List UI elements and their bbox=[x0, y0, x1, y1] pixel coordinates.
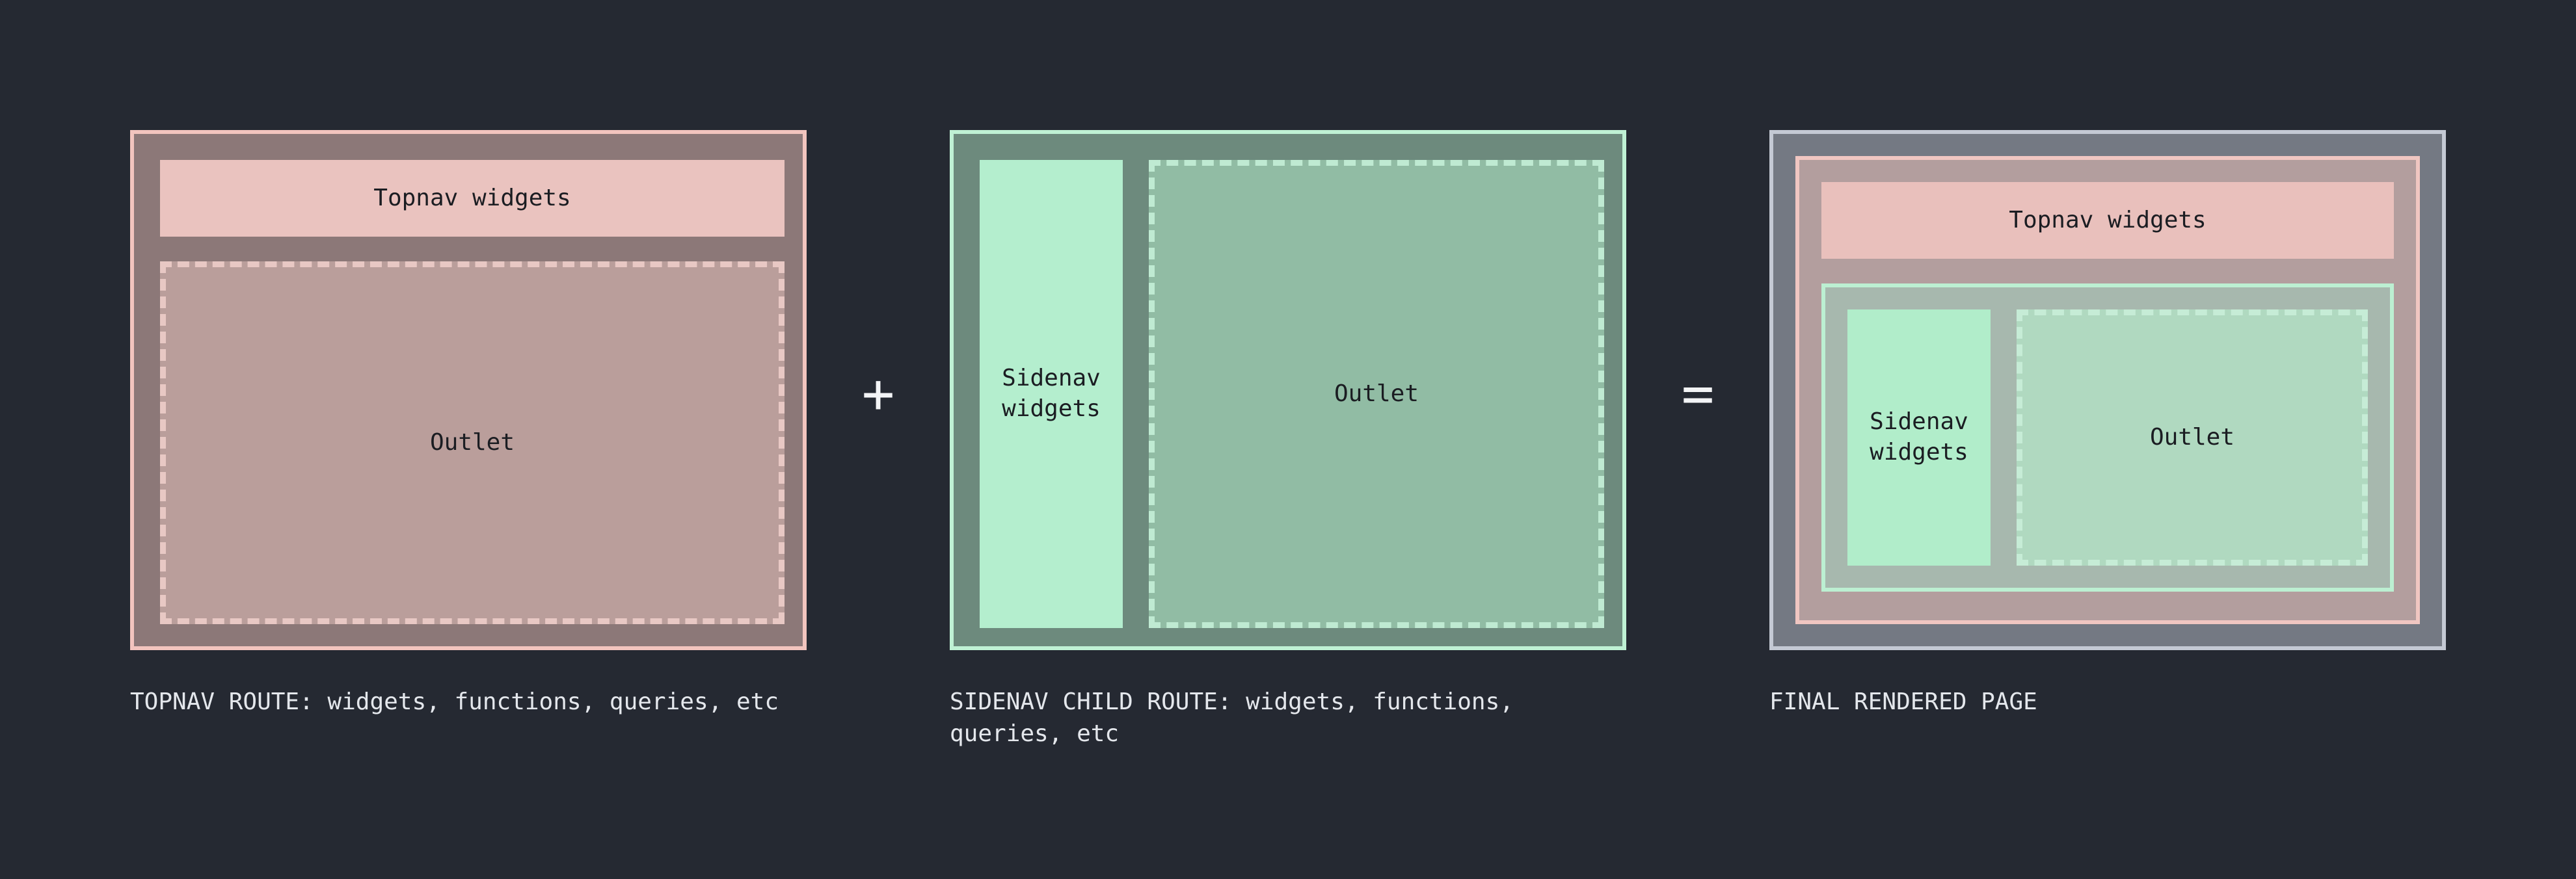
topnav-route-caption: TOPNAV ROUTE: widgets, functions, querie… bbox=[130, 689, 779, 715]
topnav-route-panel: Topnav widgets Outlet bbox=[130, 130, 807, 650]
outlet-box: Outlet bbox=[160, 261, 785, 624]
sidenav-widgets-box: Sidenav widgets bbox=[980, 160, 1123, 628]
topnav-widgets-label: Topnav widgets bbox=[2009, 206, 2207, 233]
outlet-label: Outlet bbox=[2149, 423, 2235, 451]
sidenav-widgets-label: Sidenav widgets bbox=[1870, 408, 1968, 466]
equals-operator: = bbox=[1681, 361, 1715, 425]
outlet-label: Outlet bbox=[1334, 380, 1419, 407]
outlet-label: Outlet bbox=[429, 428, 515, 456]
sidenav-widgets-label: Sidenav widgets bbox=[1002, 365, 1101, 422]
sidenav-route-caption: SIDENAV CHILD ROUTE: widgets, functions,… bbox=[950, 689, 1514, 747]
sidenav-widgets-box: Sidenav widgets bbox=[1847, 309, 1991, 566]
sidenav-child-route-panel: Sidenav widgets Outlet bbox=[950, 130, 1626, 650]
outlet-box: Outlet bbox=[1149, 160, 1604, 628]
topnav-widgets-box: Topnav widgets bbox=[1821, 182, 2394, 259]
topnav-widgets-box: Topnav widgets bbox=[160, 160, 785, 237]
final-page-caption: FINAL RENDERED PAGE bbox=[1769, 689, 2037, 715]
topnav-widgets-label: Topnav widgets bbox=[373, 184, 571, 211]
plus-operator: + bbox=[861, 361, 895, 425]
topnav-route-layer: Topnav widgets Sidenav widgets Outlet bbox=[1795, 156, 2420, 624]
final-rendered-page-panel: Topnav widgets Sidenav widgets Outlet bbox=[1769, 130, 2446, 650]
outlet-box: Outlet bbox=[2017, 309, 2368, 566]
sidenav-route-layer: Sidenav widgets Outlet bbox=[1821, 283, 2394, 592]
